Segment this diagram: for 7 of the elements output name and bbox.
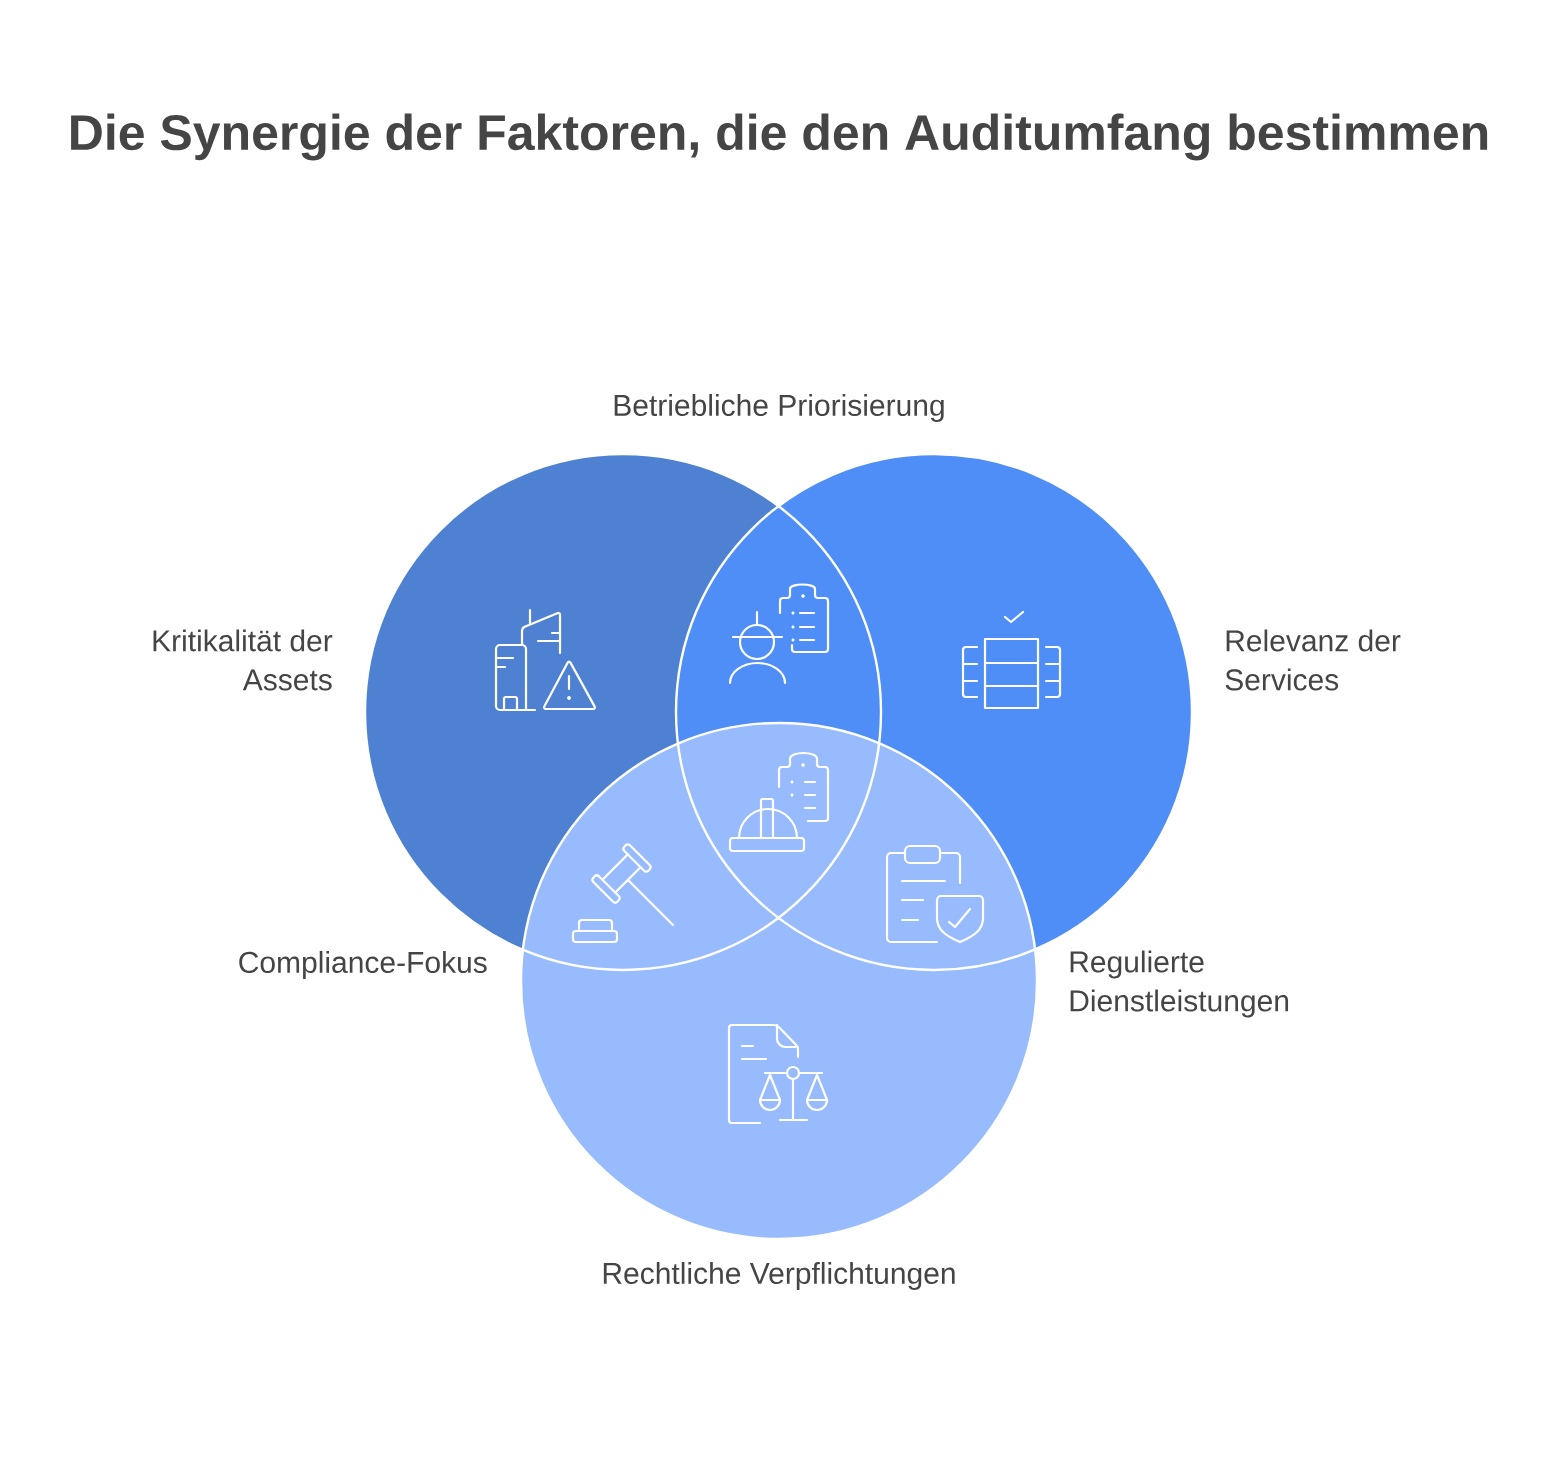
circle-label: Rechtliche Verpflichtungen xyxy=(603,1262,955,1290)
region-label: Compliance-Fokus xyxy=(239,951,487,979)
circle-label: Relevanz der Services xyxy=(1225,629,1401,691)
region-label: Regulierte Dienstleistungen xyxy=(1070,950,1289,1018)
circle-label: Kritikalität der Assets xyxy=(153,629,333,691)
title: Die Synergie der Faktoren, die den Auditumfang bestimmen xyxy=(71,113,1488,161)
region-label: Betriebliche Priorisierung xyxy=(614,394,944,422)
